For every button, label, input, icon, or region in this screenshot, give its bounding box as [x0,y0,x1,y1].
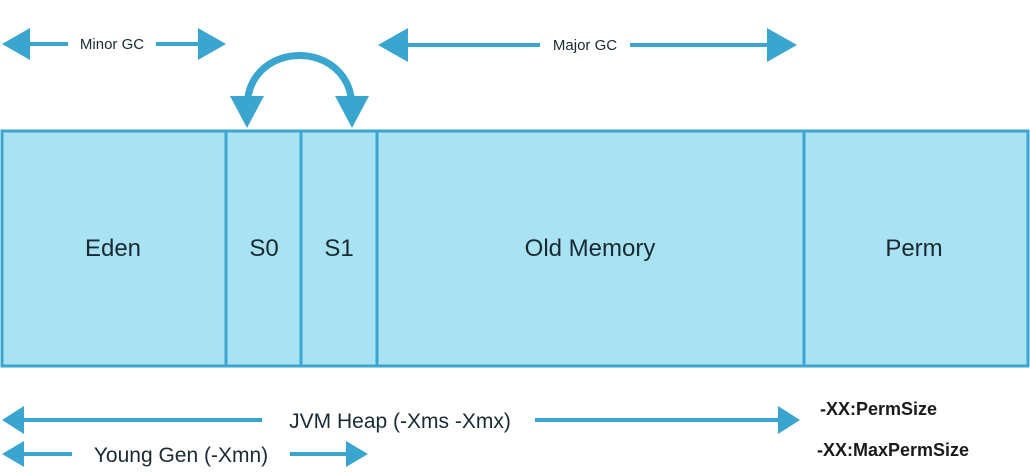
perm-region [802,129,1030,368]
heap-regions: Eden S0 S1 Old Memory Perm [0,129,1030,368]
young-gen-label: Young Gen (-Xmn) [94,444,268,467]
major-gc-label: Major GC [553,37,617,54]
s0-label: S0 [249,235,278,262]
s0-region [224,129,303,368]
major-gc-arrow: Major GC [378,28,797,62]
max-perm-size-option: -XX:MaxPermSize [817,440,970,460]
s1-region [299,129,379,368]
jvm-heap-label: JVM Heap (-Xms -Xmx) [289,410,511,433]
young-gen-arrow: Young Gen (-Xmn) [2,441,368,467]
minor-gc-arrow: Minor GC [2,28,226,60]
old-memory-label: Old Memory [525,235,656,262]
minor-gc-label: Minor GC [80,36,144,53]
perm-size-option: -XX:PermSize [820,399,938,419]
perm-label: Perm [885,235,942,262]
survivor-swap-arrow [230,52,369,128]
old-memory-region [375,129,806,368]
s1-label: S1 [324,235,353,262]
jvm-heap-arrow: JVM Heap (-Xms -Xmx) [2,406,800,434]
eden-region [0,129,228,368]
eden-label: Eden [85,235,141,262]
